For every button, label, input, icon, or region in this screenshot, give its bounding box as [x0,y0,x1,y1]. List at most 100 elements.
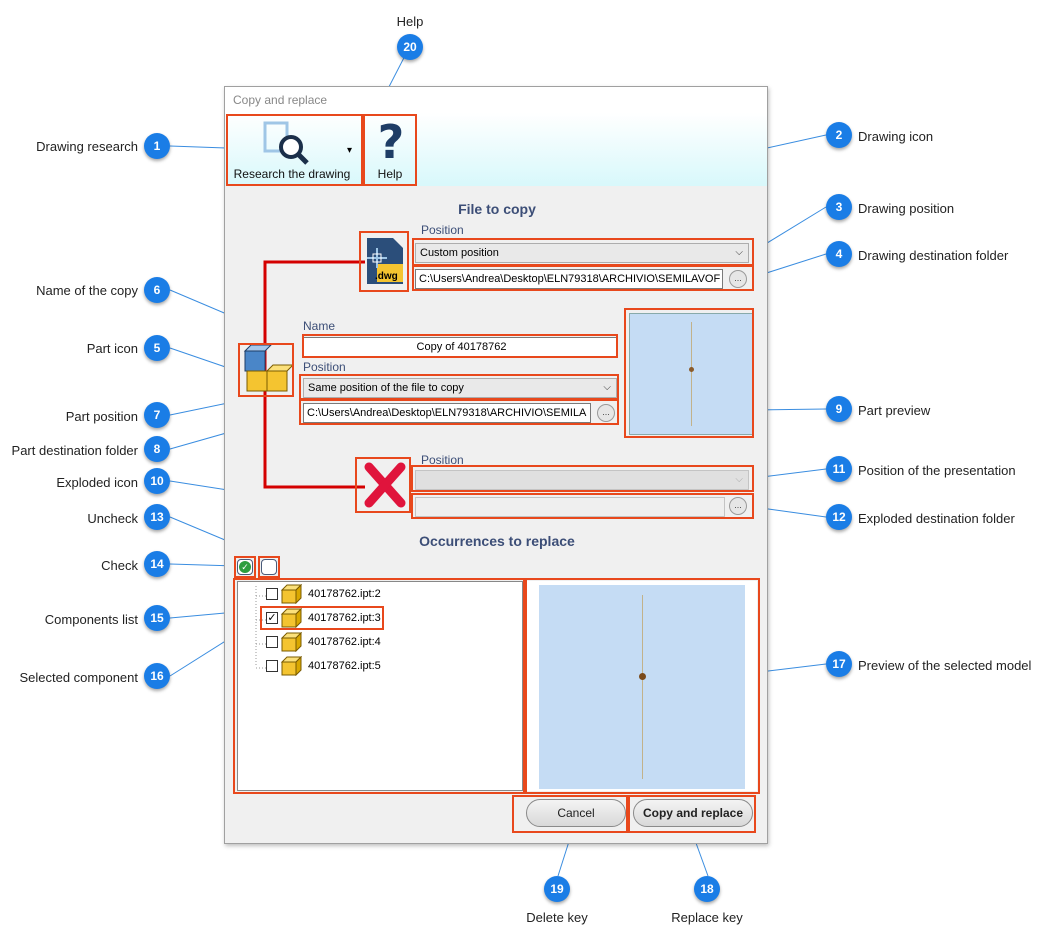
callout-badge-1: 1 [144,133,170,159]
model-preview-canvas [539,585,745,789]
component-label: 40178762.ipt:3 [308,612,381,624]
exploded-folder-field[interactable] [415,497,725,517]
chevron-down-icon[interactable]: ▾ [347,145,353,156]
callout-label-19: Delete key [526,910,588,925]
callout-label-6: Name of the copy [36,283,138,298]
highlight-model-preview [525,578,760,794]
dwg-label: .dwg [375,271,398,282]
tree-item-3[interactable]: 40178762.ipt:4 [266,632,416,652]
component-label: 40178762.ipt:5 [308,660,381,672]
part-position-value: Same position of the file to copy [308,382,464,394]
name-label: Name [303,319,336,333]
model-axis [642,595,643,779]
component-checkbox[interactable]: ✓ [266,612,278,624]
check-mark: ✓ [239,561,251,573]
drawing-position-value: Custom position [420,247,499,259]
callout-label-18: Replace key [671,910,743,925]
cube-icon [280,584,302,604]
part-folder-browse-button[interactable]: ... [597,404,615,422]
callout-label-10: Exploded icon [56,475,138,490]
highlight-check [234,556,256,578]
file-to-copy-title: File to copy [458,201,536,217]
check-all-icon[interactable]: ✓ [237,559,253,575]
highlight-part-folder [299,399,619,425]
tree-item-2[interactable]: ✓ 40178762.ipt:3 [266,608,416,628]
preview-axis [691,322,692,426]
drawing-position-label: Position [421,223,464,237]
callout-label-14: Check [101,558,138,573]
callout-badge-7: 7 [144,402,170,428]
dwg-file-icon [367,238,403,284]
callout-badge-16: 16 [144,663,170,689]
callout-label-2: Drawing icon [858,129,934,144]
component-label: 40178762.ipt:2 [308,588,381,600]
callout-label-15: Components list [44,612,138,627]
highlight-part-icon [238,343,294,397]
highlight-drawing-folder [412,265,754,291]
callout-label-4: Drawing destination folder [858,248,1009,263]
chevron-down-icon: ⌵ [603,382,611,393]
component-checkbox[interactable] [266,588,278,600]
highlight-exploded-icon [355,457,411,513]
tree-item-4[interactable]: 40178762.ipt:5 [266,656,416,676]
research-drawing-button[interactable]: ▾ Research the drawing [229,117,359,185]
callout-badge-13: 13 [144,504,170,530]
copy-and-replace-button[interactable]: Copy and replace [633,799,753,827]
callout-badge-9: 9 [826,396,852,422]
research-label: Research the drawing [233,167,351,181]
cube-icon [280,608,302,628]
cancel-button[interactable]: Cancel [526,799,626,827]
tree-item-1[interactable]: 40178762.ipt:2 [266,584,416,604]
highlight-copy-and-replace [628,795,756,833]
callout-label-13: Uncheck [87,511,138,526]
help-button[interactable]: ? Help [365,115,415,185]
question-mark-icon: ? [377,115,405,169]
exploded-folder-browse-button[interactable]: ... [729,497,747,515]
model-point [639,673,646,680]
drawing-folder-browse-button[interactable]: ... [729,270,747,288]
ribbon: ▾ Research the drawing ? Help [225,113,767,186]
chevron-down-icon: ⌵ [735,474,743,485]
callout-label-9: Part preview [858,403,931,418]
tree-lines [255,586,268,669]
highlight-dwg-icon [359,231,409,292]
magnifier-document-icon [263,121,309,165]
callout-label-1: Drawing research [36,139,138,154]
callout-badge-20: 20 [397,34,423,60]
callout-badge-14: 14 [144,551,170,577]
callout-label-16: Selected component [19,670,138,685]
model-preview [527,581,757,791]
uncheck-all-icon[interactable] [261,559,277,575]
dialog-title: Copy and replace [225,87,767,113]
highlight-uncheck [258,556,280,578]
component-checkbox[interactable] [266,636,278,648]
callout-label-8: Part destination folder [11,443,138,458]
part-cubes-icon [243,345,293,392]
drawing-folder-field[interactable]: C:\Users\Andrea\Desktop\ELN79318\ARCHIVI… [415,269,723,289]
highlight-part-position [299,374,619,400]
part-position-label: Position [303,360,346,374]
part-folder-field[interactable]: C:\Users\Andrea\Desktop\ELN79318\ARCHIVI… [303,403,591,423]
presentation-position-combo[interactable]: ⌵ [415,470,749,490]
red-x-icon [364,462,406,508]
callout-label-11: Position of the presentation [858,463,1016,478]
help-label: Help [377,167,403,181]
highlight-help [363,114,417,186]
preview-point [689,367,694,372]
highlight-copy-name [302,334,618,358]
highlight-presentation-position [411,465,754,492]
component-checkbox[interactable] [266,660,278,672]
callout-badge-15: 15 [144,605,170,631]
callout-label-7: Part position [65,409,138,424]
callout-label-20: Help [396,14,424,29]
drawing-position-combo[interactable]: Custom position⌵ [415,243,749,263]
callout-badge-3: 3 [826,194,852,220]
callout-badge-17: 17 [826,651,852,677]
callout-badge-4: 4 [826,241,852,267]
callout-label-5: Part icon [86,341,138,356]
part-position-combo[interactable]: Same position of the file to copy ⌵ [303,378,617,398]
callout-badge-19: 19 [544,876,570,902]
callout-label-12: Exploded destination folder [858,511,1015,526]
cube-icon [280,656,302,676]
